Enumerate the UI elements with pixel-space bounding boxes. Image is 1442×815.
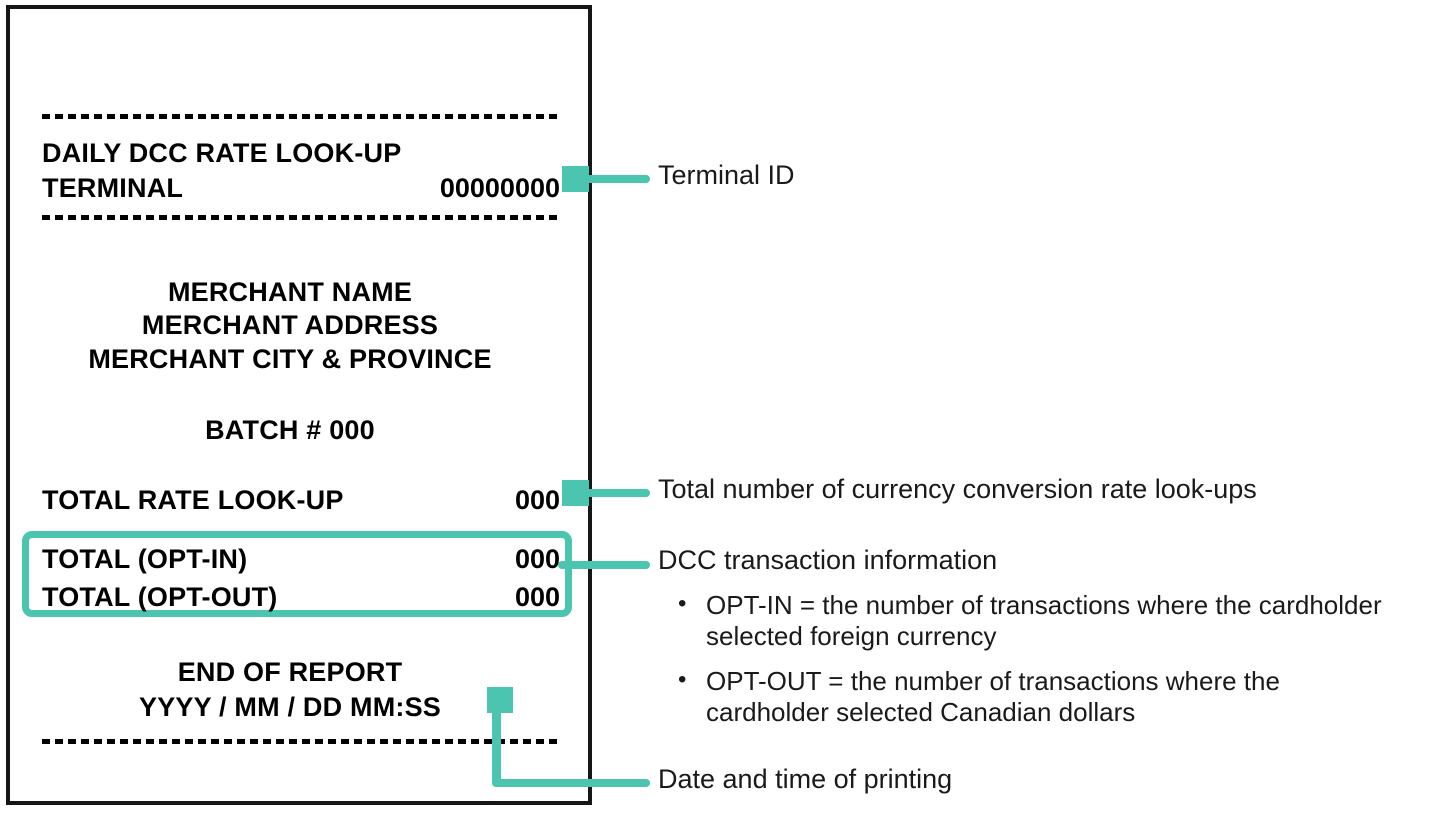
total-opt-in-label: TOTAL (OPT-IN) (42, 544, 248, 574)
annotation-bullet-opt-in: • OPT-IN = the number of transactions wh… (678, 590, 1418, 652)
total-opt-out-value: 000 (514, 582, 560, 612)
annotation-dcc-transaction-info: DCC transaction information (658, 545, 998, 575)
separator-dashed-top (42, 114, 560, 119)
receipt-title: DAILY DCC RATE LOOK-UP (42, 138, 402, 168)
total-opt-in-value: 000 (514, 544, 560, 574)
connector-vertical-print-datetime (492, 706, 501, 786)
annotation-bullet-opt-out: • OPT-OUT = the number of transactions w… (678, 666, 1418, 728)
total-rate-lookup-value: 000 (514, 485, 560, 515)
total-rate-lookup-label: TOTAL RATE LOOK-UP (42, 485, 344, 515)
annotation-total-lookups: Total number of currency conversion rate… (658, 474, 1257, 504)
terminal-label: TERMINAL (42, 173, 184, 203)
connector-line-terminal-id (586, 175, 650, 183)
bullet-marker-icon: • (678, 590, 687, 617)
merchant-city-province: MERCHANT CITY & PROVINCE (88, 344, 492, 374)
connector-line-print-datetime (492, 779, 650, 787)
total-opt-out-label: TOTAL (OPT-OUT) (42, 582, 278, 612)
connector-line-dcc-info (558, 561, 650, 569)
dcc-totals-highlight-box (22, 531, 572, 617)
merchant-address: MERCHANT ADDRESS (141, 310, 439, 340)
bullet-text-opt-in: OPT-IN = the number of transactions wher… (706, 590, 1382, 652)
print-datetime: YYYY / MM / DD MM:SS (138, 692, 442, 722)
connector-stub-terminal-id (562, 166, 589, 192)
terminal-value: 00000000 (439, 173, 560, 203)
bullet-marker-icon: • (678, 666, 687, 693)
annotation-print-datetime: Date and time of printing (658, 764, 953, 794)
separator-dashed-bottom (42, 739, 560, 744)
separator-dashed-header (42, 215, 560, 220)
bullet-text-opt-out: OPT-OUT = the number of transactions whe… (706, 666, 1280, 728)
receipt-panel: DAILY DCC RATE LOOK-UP TERMINAL 00000000… (6, 5, 592, 805)
end-of-report: END OF REPORT (177, 657, 403, 687)
batch-number: BATCH # 000 (205, 415, 375, 445)
connector-line-total-lookups (586, 489, 650, 497)
merchant-name: MERCHANT NAME (167, 277, 413, 307)
connector-stub-total-lookups (562, 480, 589, 506)
annotation-terminal-id: Terminal ID (658, 160, 795, 190)
